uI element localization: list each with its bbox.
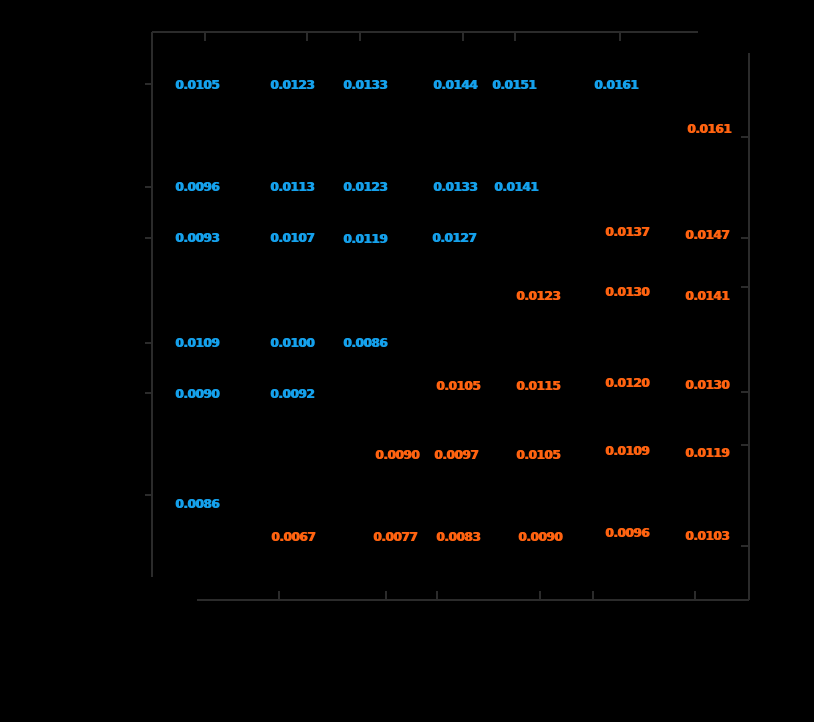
tick-left-0 — [145, 83, 153, 85]
data-label-blue-series-20: 0.0086 — [175, 497, 219, 511]
data-label-blue-series-7: 0.0113 — [270, 180, 314, 194]
data-label-blue-series-16: 0.0100 — [270, 336, 314, 350]
tick-left-3 — [145, 342, 153, 344]
tick-left-2 — [145, 237, 153, 239]
tick-bottom-4 — [592, 591, 594, 599]
data-label-orange-series-8: 0.0120 — [605, 376, 649, 390]
tick-top-5 — [619, 33, 621, 41]
data-label-blue-series-17: 0.0086 — [343, 336, 387, 350]
data-label-blue-series-19: 0.0092 — [270, 387, 314, 401]
tick-bottom-2 — [436, 591, 438, 599]
data-label-blue-series-4: 0.0151 — [492, 78, 536, 92]
data-label-orange-series-2: 0.0147 — [685, 228, 729, 242]
tick-right-3 — [741, 391, 749, 393]
tick-bottom-5 — [694, 591, 696, 599]
data-label-blue-series-13: 0.0119 — [343, 232, 387, 246]
tick-top-1 — [306, 33, 308, 41]
data-label-orange-series-11: 0.0097 — [434, 448, 478, 462]
data-label-blue-series-10: 0.0141 — [494, 180, 538, 194]
data-label-orange-series-4: 0.0130 — [605, 285, 649, 299]
data-label-blue-series-0: 0.0105 — [175, 78, 219, 92]
tick-bottom-0 — [278, 591, 280, 599]
data-label-orange-series-16: 0.0077 — [373, 530, 417, 544]
data-label-orange-series-14: 0.0119 — [685, 446, 729, 460]
tick-left-4 — [145, 392, 153, 394]
data-label-orange-series-10: 0.0090 — [375, 448, 419, 462]
data-label-orange-series-7: 0.0115 — [516, 379, 560, 393]
data-label-blue-series-2: 0.0133 — [343, 78, 387, 92]
tick-top-4 — [514, 33, 516, 41]
data-label-blue-series-9: 0.0133 — [433, 180, 477, 194]
tick-right-4 — [741, 444, 749, 446]
tick-right-2 — [741, 286, 749, 288]
data-label-orange-series-3: 0.0123 — [516, 289, 560, 303]
tick-right-1 — [741, 237, 749, 239]
data-label-blue-series-11: 0.0093 — [175, 231, 219, 245]
spine-left — [151, 32, 153, 577]
tick-left-1 — [145, 186, 153, 188]
data-label-orange-series-13: 0.0109 — [605, 444, 649, 458]
data-label-orange-series-19: 0.0096 — [605, 526, 649, 540]
data-label-orange-series-9: 0.0130 — [685, 378, 729, 392]
data-label-blue-series-5: 0.0161 — [594, 78, 638, 92]
tick-right-0 — [741, 136, 749, 138]
tick-top-2 — [359, 33, 361, 41]
data-label-orange-series-0: 0.0161 — [687, 122, 731, 136]
spine-top — [152, 31, 698, 33]
tick-top-0 — [204, 33, 206, 41]
spine-bottom — [197, 599, 749, 601]
tick-bottom-3 — [539, 591, 541, 599]
tick-bottom-1 — [385, 591, 387, 599]
data-label-orange-series-20: 0.0103 — [685, 529, 729, 543]
data-label-blue-series-12: 0.0107 — [270, 231, 314, 245]
data-label-blue-series-15: 0.0109 — [175, 336, 219, 350]
data-label-orange-series-6: 0.0105 — [436, 379, 480, 393]
data-label-blue-series-3: 0.0144 — [433, 78, 477, 92]
spine-right — [748, 53, 750, 600]
data-label-blue-series-1: 0.0123 — [270, 78, 314, 92]
data-label-orange-series-15: 0.0067 — [271, 530, 315, 544]
data-label-orange-series-1: 0.0137 — [605, 225, 649, 239]
data-label-orange-series-12: 0.0105 — [516, 448, 560, 462]
data-label-blue-series-14: 0.0127 — [432, 231, 476, 245]
data-label-blue-series-6: 0.0096 — [175, 180, 219, 194]
tick-top-3 — [462, 33, 464, 41]
data-label-orange-series-17: 0.0083 — [436, 530, 480, 544]
data-label-orange-series-18: 0.0090 — [518, 530, 562, 544]
data-label-orange-series-5: 0.0141 — [685, 289, 729, 303]
tick-right-5 — [741, 545, 749, 547]
data-label-blue-series-8: 0.0123 — [343, 180, 387, 194]
tick-left-5 — [145, 494, 153, 496]
data-label-blue-series-18: 0.0090 — [175, 387, 219, 401]
